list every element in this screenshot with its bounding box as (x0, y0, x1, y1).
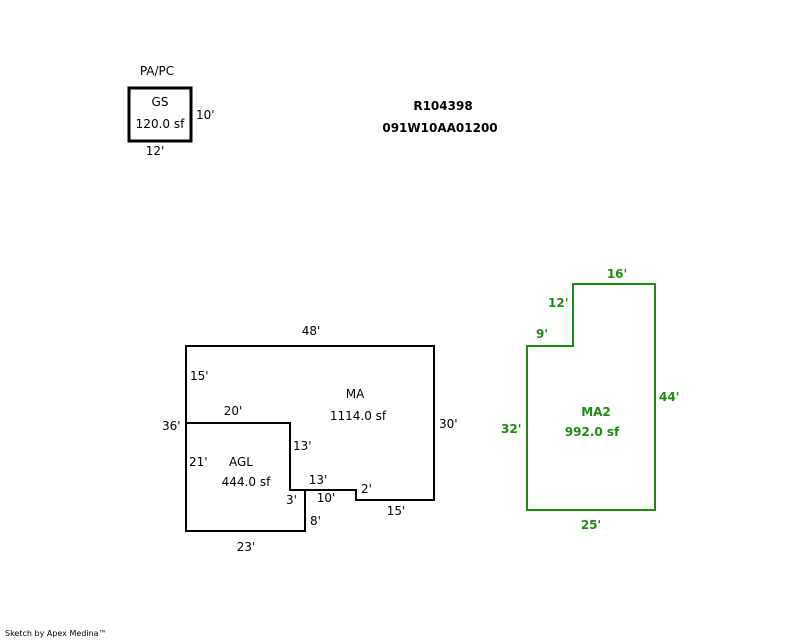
gs-header-label: PA/PC (140, 64, 174, 78)
agl-dim-right-lower: 8' (310, 514, 321, 528)
ma-dim-notch-top: 13' (309, 473, 328, 487)
map-number: 091W10AA01200 (382, 121, 497, 135)
ma-dim-notch-right: 2' (361, 482, 372, 496)
ma-dim-left: 36' (162, 419, 181, 433)
ma2-area-label: 992.0 sf (565, 425, 620, 439)
agl-dim-inner-bottom: 10' (317, 491, 336, 505)
ma2-dim-top: 16' (607, 267, 627, 281)
agl-area-label: 444.0 sf (222, 475, 271, 489)
agl-outline (185, 422, 306, 532)
gs-dim-right: 10' (196, 108, 215, 122)
ma-area-label: 1114.0 sf (330, 409, 387, 423)
parcel-id: R104398 (413, 99, 472, 113)
agl-dim-bottom: 23' (237, 540, 256, 554)
ma2-dim-step-left: 12' (548, 296, 568, 310)
ma-dim-right: 30' (439, 417, 458, 431)
ma2-name-label: MA2 (581, 405, 611, 419)
gs-area-label: 120.0 sf (136, 117, 185, 131)
ma2-dim-step-top: 9' (536, 327, 548, 341)
ma-name-label: MA (346, 387, 365, 401)
gs-outline (127, 86, 193, 143)
ma-dim-inner-top: 20' (224, 404, 243, 418)
ma-dim-inner-right: 13' (293, 439, 312, 453)
ma2-dim-bottom: 25' (581, 518, 601, 532)
agl-name-label: AGL (229, 455, 253, 469)
gs-name-label: GS (152, 95, 169, 109)
ma-dim-top: 48' (302, 324, 321, 338)
ma2-dim-left: 32' (501, 422, 521, 436)
ma2-dim-right: 44' (659, 390, 679, 404)
agl-dim-right-small: 3' (286, 493, 297, 507)
ma2-outline (526, 283, 656, 511)
agl-dim-left: 21' (189, 455, 208, 469)
footer-credit: Sketch by Apex Medina™ (5, 629, 107, 638)
gs-dim-bottom: 12' (146, 144, 165, 158)
ma-dim-bottom-right: 15' (387, 504, 406, 518)
ma-dim-left-upper: 15' (190, 369, 209, 383)
